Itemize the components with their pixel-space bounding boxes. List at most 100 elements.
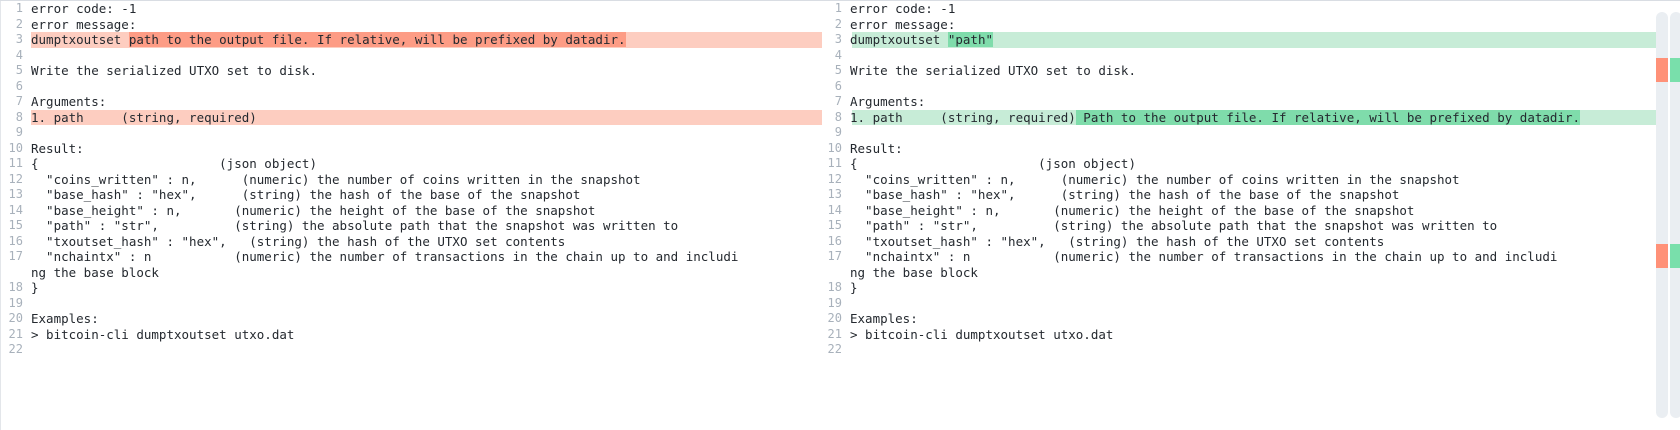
line-content: Arguments: xyxy=(850,94,925,110)
line-number: 4 xyxy=(834,47,842,62)
plain-text: Arguments: xyxy=(850,94,926,109)
line-number: 13 xyxy=(827,187,842,201)
code-line[interactable]: 18} xyxy=(1,280,822,296)
line-content: ng the base block xyxy=(31,265,159,281)
code-line[interactable]: 5 Write the serialized UTXO set to disk. xyxy=(1,63,822,79)
code-line[interactable]: 15 "path" : "str", (string) the absolute… xyxy=(1,218,822,234)
plain-text: 1. path (string, required) xyxy=(31,109,257,125)
code-line[interactable]: 13 "base_hash" : "hex", (string) the has… xyxy=(1,187,822,203)
line-number: 2 xyxy=(834,16,842,31)
code-line[interactable]: 6 xyxy=(822,79,1658,95)
line-number: 12 xyxy=(8,171,23,186)
line-number: 7 xyxy=(15,94,23,108)
code-line[interactable]: 21 > bitcoin-cli dumptxoutset utxo.dat xyxy=(822,327,1658,343)
line-content: > bitcoin-cli dumptxoutset utxo.dat xyxy=(850,327,1113,343)
line-content: } xyxy=(31,280,39,296)
line-number: 15 xyxy=(8,218,23,232)
plain-text: "coins_written" : n, (numeric) the numbe… xyxy=(31,171,641,187)
added-word-highlight: "path" xyxy=(947,32,993,47)
line-content: { (json object) xyxy=(31,156,317,172)
right-scrollbar[interactable] xyxy=(1670,12,1680,418)
plain-text: { (json object) xyxy=(850,156,1136,171)
plain-text: "base_hash" : "hex", (string) the hash o… xyxy=(31,187,581,202)
line-number: 21 xyxy=(827,326,842,341)
line-content: "path" : "str", (string) the absolute pa… xyxy=(850,218,1497,234)
line-content: error code: -1 xyxy=(31,1,136,17)
line-number: 8 xyxy=(834,109,842,124)
code-line[interactable]: 12 "coins_written" : n, (numeric) the nu… xyxy=(1,172,822,188)
line-number: 5 xyxy=(15,63,23,77)
line-number: 8 xyxy=(15,109,23,124)
code-line[interactable]: 17 "nchaintx" : n (numeric) the number o… xyxy=(822,249,1658,265)
line-number: 19 xyxy=(8,295,23,310)
line-content: Result: xyxy=(31,141,84,157)
code-line[interactable]: 10 Result: xyxy=(1,141,822,157)
code-line[interactable]: 16 "txoutset_hash" : "hex", (string) the… xyxy=(1,234,822,250)
plain-text: Write the serialized UTXO set to disk. xyxy=(31,63,317,78)
code-line[interactable]: 19 xyxy=(822,296,1658,312)
code-line[interactable]: 4 xyxy=(1,48,822,64)
line-number: 9 xyxy=(15,125,23,139)
code-line[interactable]: 17 "nchaintx" : n (numeric) the number o… xyxy=(1,249,822,265)
code-line[interactable]: 9 xyxy=(1,125,822,141)
line-number: 13 xyxy=(8,187,23,201)
code-line[interactable]: 8 1. path (string, required) xyxy=(1,109,822,125)
code-line[interactable]: 11 { (json object) xyxy=(1,156,822,172)
code-line[interactable]: 20 Examples: xyxy=(822,311,1658,327)
line-number: 20 xyxy=(827,311,842,325)
line-number: 6 xyxy=(834,78,842,93)
code-line[interactable]: 21> bitcoin-cli dumptxoutset utxo.dat xyxy=(1,327,822,343)
scrollbar-added-marker[interactable] xyxy=(1670,58,1680,82)
plain-text: > bitcoin-cli dumptxoutset utxo.dat xyxy=(31,326,295,342)
line-number: 10 xyxy=(8,140,23,155)
code-line[interactable]: 15 "path" : "str", (string) the absolute… xyxy=(822,218,1658,234)
line-content: Examples: xyxy=(850,311,918,327)
line-number: 3 xyxy=(834,32,842,46)
line-number: 5 xyxy=(834,63,842,77)
code-line-wrapped[interactable]: ng the base block xyxy=(1,265,822,281)
code-line[interactable]: 13 "base_hash" : "hex", (string) the has… xyxy=(822,187,1658,203)
code-line[interactable]: 18} xyxy=(822,280,1658,296)
scrollbar-added-marker[interactable] xyxy=(1670,244,1680,268)
line-number: 11 xyxy=(8,156,23,170)
code-line-wrapped[interactable]: ng the base block xyxy=(822,265,1658,281)
code-line[interactable]: 16 "txoutset_hash" : "hex", (string) the… xyxy=(822,234,1658,250)
plain-text: dumptxoutset xyxy=(31,32,129,47)
code-line[interactable]: 9 xyxy=(822,125,1658,141)
left-scrollbar[interactable] xyxy=(1656,12,1668,418)
code-line[interactable]: 2 error message: xyxy=(1,17,822,33)
line-number: 2 xyxy=(15,16,23,31)
code-line[interactable]: 4 xyxy=(822,48,1658,64)
line-number: 15 xyxy=(827,218,842,232)
plain-text: ng the base block xyxy=(31,264,159,280)
code-line[interactable]: 11{ (json object) xyxy=(822,156,1658,172)
line-content: "nchaintx" : n (numeric) the number of t… xyxy=(31,249,738,265)
scrollbar-deleted-marker[interactable] xyxy=(1656,244,1668,268)
code-line[interactable]: 19 xyxy=(1,296,822,312)
code-line[interactable]: 12 "coins_written" : n, (numeric) the nu… xyxy=(822,172,1658,188)
scrollbar-deleted-marker[interactable] xyxy=(1656,58,1668,82)
code-line[interactable]: 22 xyxy=(1,342,822,358)
plain-text: ng the base block xyxy=(850,264,978,280)
plain-text: error message: xyxy=(31,16,137,32)
code-line[interactable]: 14 "base_height" : n, (numeric) the heig… xyxy=(1,203,822,219)
code-line[interactable]: 6 xyxy=(1,79,822,95)
line-content: dumptxoutset path to the output file. If… xyxy=(31,32,626,48)
code-line[interactable]: 22 xyxy=(822,342,1658,358)
code-line[interactable]: 14 "base_height" : n, (numeric) the heig… xyxy=(822,203,1658,219)
line-content: { (json object) xyxy=(850,156,1136,172)
